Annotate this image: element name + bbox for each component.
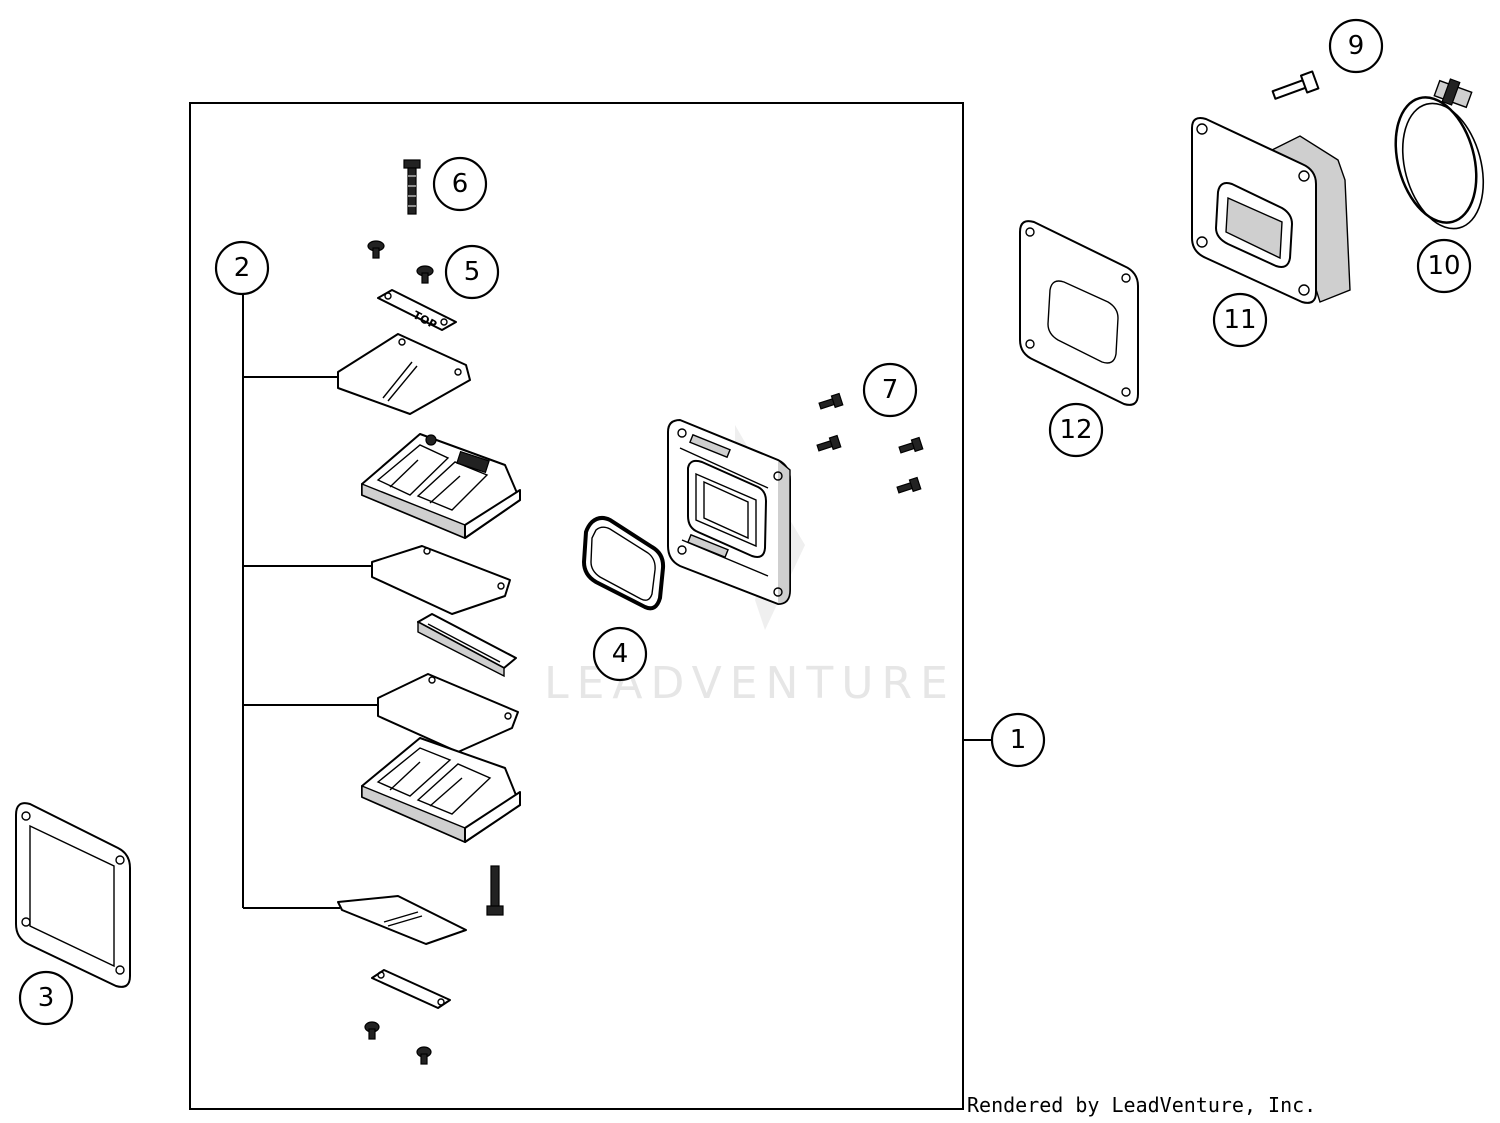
callout-2-bracket bbox=[242, 293, 378, 909]
callout-12: 12 bbox=[1048, 402, 1104, 458]
callout-5: 5 bbox=[444, 244, 500, 300]
callout-label-5: 5 bbox=[464, 257, 481, 287]
hose-clamp-icon bbox=[1394, 78, 1485, 230]
callout-label-10: 10 bbox=[1427, 251, 1460, 281]
bottom-screw-icon bbox=[364, 1021, 432, 1065]
reed-petal-lower-icon bbox=[377, 673, 519, 753]
callout-3: 3 bbox=[18, 970, 74, 1026]
bolt-icon bbox=[1271, 70, 1320, 100]
callout-label-4: 4 bbox=[612, 639, 629, 669]
reed-housing-icon bbox=[667, 419, 791, 605]
callout-label-2: 2 bbox=[234, 253, 251, 283]
reed-petal-middle-icon bbox=[371, 545, 511, 615]
callout-label-1: 1 bbox=[1010, 725, 1027, 755]
callout-7: 7 bbox=[862, 362, 918, 418]
stop-plate-icon bbox=[417, 613, 517, 678]
long-screw-icon bbox=[403, 159, 421, 215]
small-screw-icon bbox=[367, 240, 434, 284]
callout-label-3: 3 bbox=[38, 983, 55, 1013]
reed-block-lower-icon bbox=[361, 737, 521, 844]
top-plate-icon: TOP bbox=[377, 289, 457, 332]
assembly-frame bbox=[189, 102, 964, 1110]
callout-label-6: 6 bbox=[452, 169, 469, 199]
intake-flange-icon bbox=[1191, 117, 1351, 304]
callout-1: 1 bbox=[990, 712, 1046, 768]
bottom-plate-icon bbox=[371, 969, 451, 1009]
callout-4: 4 bbox=[592, 626, 648, 682]
callout-label-11: 11 bbox=[1223, 305, 1256, 335]
o-ring-icon bbox=[581, 515, 666, 611]
housing-screw-icon bbox=[816, 392, 924, 494]
reed-petal-bottom-icon bbox=[337, 895, 467, 945]
reed-block-upper-icon bbox=[361, 433, 521, 540]
gasket-left-icon bbox=[15, 802, 131, 988]
callout-label-12: 12 bbox=[1059, 415, 1092, 445]
callout-9: 9 bbox=[1328, 18, 1384, 74]
reed-screw-icon bbox=[486, 865, 504, 916]
callout-6: 6 bbox=[432, 156, 488, 212]
credit-text: Rendered by LeadVenture, Inc. bbox=[967, 1093, 1316, 1117]
callout-label-7: 7 bbox=[882, 375, 899, 405]
reed-petal-upper-icon bbox=[337, 333, 471, 415]
callout-11: 11 bbox=[1212, 292, 1268, 348]
gasket-right-icon bbox=[1019, 220, 1139, 406]
callout-label-9: 9 bbox=[1348, 31, 1365, 61]
callout-2: 2 bbox=[214, 240, 270, 296]
callout-10: 10 bbox=[1416, 238, 1472, 294]
